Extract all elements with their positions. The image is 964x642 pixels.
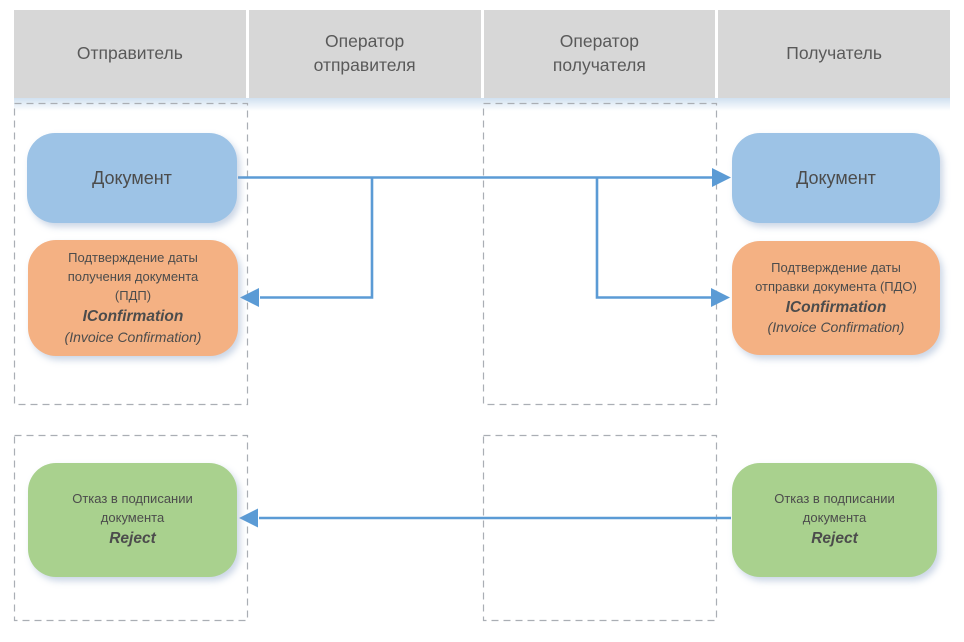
lane-header-sender: Отправитель xyxy=(14,10,246,98)
arrowhead-document-transfer xyxy=(712,168,731,187)
reject-receiver-title: Отказ в подписании документа xyxy=(774,491,895,526)
arrowhead-reject-return xyxy=(239,508,258,528)
reject-sender-title: Отказ в подписании документа xyxy=(72,491,193,526)
node-document-sender-label: Документ xyxy=(92,167,172,188)
node-document-receiver-label: Документ xyxy=(796,167,876,188)
confirmation-receipt-title: Подтверждение даты получения документа (… xyxy=(67,250,199,304)
dashed-zone-sender-documents xyxy=(13,102,249,406)
lane-header-row: Отправитель Оператор отправителя Операто… xyxy=(14,10,950,98)
node-document-sender: Документ xyxy=(27,133,237,223)
arrowhead-receipt-confirmation xyxy=(240,288,259,307)
lane-header-receiver: Получатель xyxy=(718,10,950,98)
reject-receiver-code: Reject xyxy=(811,530,858,547)
confirmation-dispatch-subtitle: (Invoice Confirmation) xyxy=(767,319,905,336)
node-confirmation-dispatch: Подтверждение даты отправки документа (П… xyxy=(732,241,940,355)
node-reject-sender: Отказ в подписании документа Reject xyxy=(28,463,237,577)
reject-sender-code: Reject xyxy=(109,530,156,547)
node-document-receiver: Документ xyxy=(732,133,940,223)
lane-header-sender-operator: Оператор отправителя xyxy=(248,10,481,98)
dashed-zone-receiver-operator-documents xyxy=(482,102,718,406)
confirmation-receipt-code: IConfirmation xyxy=(82,307,184,325)
lane-header-receiver-operator: Оператор получателя xyxy=(483,10,716,98)
node-reject-receiver: Отказ в подписании документа Reject xyxy=(732,463,937,577)
confirmation-dispatch-code: IConfirmation xyxy=(785,298,887,316)
connector-receipt-confirmation xyxy=(260,177,374,299)
confirmation-dispatch-title: Подтверждение даты отправки документа (П… xyxy=(755,259,917,294)
confirmation-receipt-subtitle: (Invoice Confirmation) xyxy=(64,328,202,345)
dashed-zone-sender-reject xyxy=(13,434,249,622)
connector-dispatch-confirmation xyxy=(595,177,712,299)
node-confirmation-receipt: Подтверждение даты получения документа (… xyxy=(28,240,238,356)
header-reflection xyxy=(14,98,950,111)
dashed-zone-receiver-operator-reject xyxy=(482,434,718,622)
arrowhead-dispatch-confirmation xyxy=(711,288,730,307)
